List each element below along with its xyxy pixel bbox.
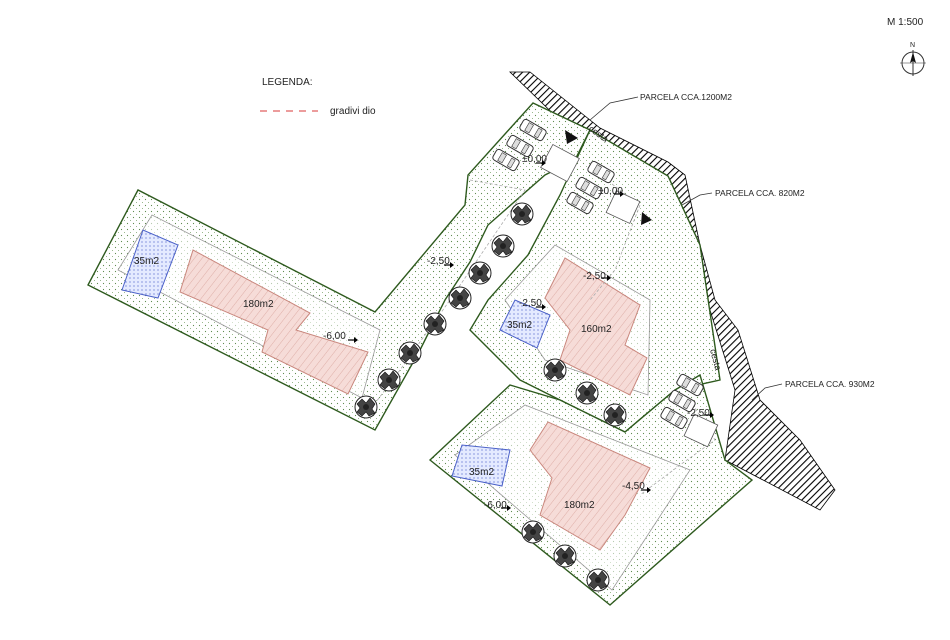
tree-icon bbox=[377, 368, 401, 392]
legend-title: LEGENDA: bbox=[262, 77, 313, 88]
north-arrow-icon bbox=[900, 50, 926, 76]
level-label: ±0,00 bbox=[522, 154, 547, 165]
level-label: -2,50 bbox=[427, 256, 450, 267]
entrance-arrow-icon bbox=[641, 212, 652, 225]
tree-icon bbox=[468, 261, 492, 285]
parcel-label-820: PARCELA CCA. 820M2 bbox=[715, 188, 805, 198]
level-label: -4,50 bbox=[622, 481, 645, 492]
level-label: -2,50 bbox=[583, 271, 606, 282]
tree-icon bbox=[543, 358, 567, 382]
house-b bbox=[544, 257, 648, 396]
parking-pad-b bbox=[605, 190, 641, 224]
tree-icon bbox=[521, 520, 545, 544]
house-area-a: 180m2 bbox=[243, 299, 274, 310]
legend-item: gradivi dio bbox=[330, 106, 376, 117]
parcel-leader-1200 bbox=[589, 96, 639, 121]
tree-icon bbox=[575, 381, 599, 405]
pool-area-b: 35m2 bbox=[507, 320, 532, 331]
tree-icon bbox=[603, 403, 627, 427]
scale-label: M 1:500 bbox=[887, 17, 924, 28]
level-label: ±0,00 bbox=[598, 186, 623, 197]
parcel-label-1200: PARCELA CCA.1200M2 bbox=[640, 92, 732, 102]
tree-icon bbox=[448, 286, 472, 310]
parcel-label-930: PARCELA CCA. 930M2 bbox=[785, 379, 875, 389]
level-label: -2,50 bbox=[687, 408, 710, 419]
path-c bbox=[639, 399, 716, 496]
level-label: -6,00 bbox=[484, 500, 507, 511]
pool-c bbox=[451, 444, 511, 487]
tree-icon bbox=[586, 568, 610, 592]
house-c bbox=[529, 421, 651, 551]
pool-area-c: 35m2 bbox=[469, 467, 494, 478]
house-area-b: 160m2 bbox=[581, 324, 612, 335]
tree-icon bbox=[423, 312, 447, 336]
pool-a bbox=[121, 229, 179, 299]
parcel-leader-820 bbox=[681, 192, 713, 206]
tree-icon bbox=[491, 234, 515, 258]
tree-icon bbox=[398, 341, 422, 365]
north-label: N bbox=[910, 42, 915, 49]
pool-b bbox=[499, 299, 551, 349]
tree-icon bbox=[354, 395, 378, 419]
pool-area-a: 35m2 bbox=[134, 256, 159, 267]
entrance-arrow-icon bbox=[565, 130, 578, 144]
tree-icon bbox=[510, 202, 534, 226]
parking-pad-a bbox=[540, 143, 580, 183]
level-label: -2,50 bbox=[519, 298, 542, 309]
house-a bbox=[179, 249, 369, 395]
path-b bbox=[589, 174, 641, 301]
tree-icon bbox=[553, 544, 577, 568]
house-area-c: 180m2 bbox=[564, 500, 595, 511]
level-label: -6,00 bbox=[323, 331, 346, 342]
parking-pad-c bbox=[683, 413, 719, 448]
parcel-leader-930 bbox=[751, 383, 783, 401]
